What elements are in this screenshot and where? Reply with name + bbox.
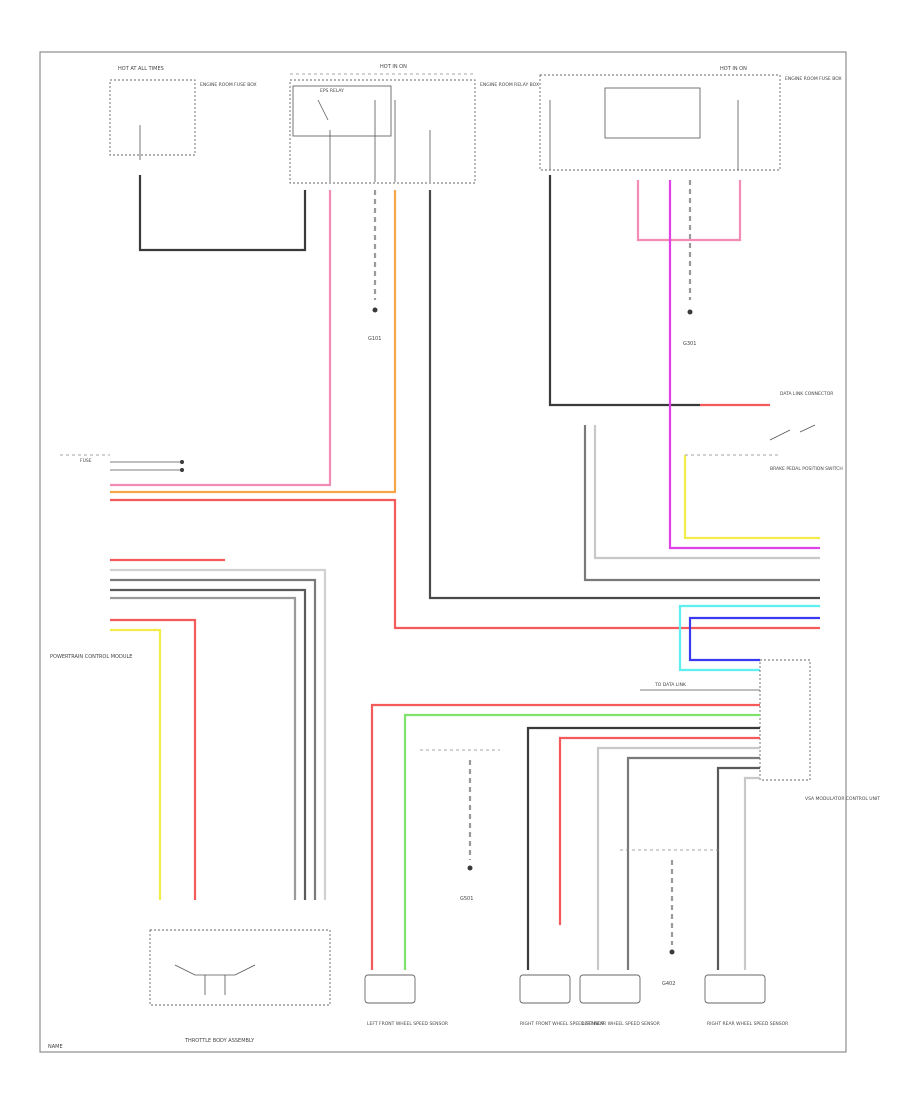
rr-wheel-sensor: RIGHT REAR WHEEL SPEED SENSOR — [704, 974, 788, 1027]
wire-red-lf-sensor — [370, 703, 760, 970]
page-label: NAME — [48, 1044, 63, 1050]
ground-point-3 — [467, 865, 473, 871]
fuse-box-left-label: ENGINE ROOM FUSE BOX — [200, 82, 257, 88]
svg-text:LEFT REAR WHEEL SPEED SENSOR: LEFT REAR WHEEL SPEED SENSOR — [582, 1021, 660, 1027]
wire-gray-rr — [716, 766, 760, 970]
wire-yellow-brake — [683, 455, 820, 540]
svg-text:FUSE: FUSE — [80, 458, 92, 464]
wire-black-rf-sensor — [526, 726, 760, 970]
vsa-label: VSA MODULATOR CONTROL UNIT — [805, 796, 880, 802]
throttle-label: THROTTLE BODY ASSEMBLY — [184, 1038, 255, 1044]
lr-wheel-sensor: LEFT REAR WHEEL SPEED SENSOR — [579, 974, 660, 1027]
svg-text:TO DATA LINK: TO DATA LINK — [654, 682, 687, 688]
wire-black-left-loop — [138, 175, 307, 252]
vsa-module: VSA MODULATOR CONTROL UNIT TO DATA LINK — [640, 659, 880, 802]
ground-label-1: G101 — [368, 336, 381, 342]
wire-cyan-can — [678, 604, 820, 672]
wire-pink-right-loop — [636, 180, 742, 242]
ground-label-3: G501 — [460, 896, 473, 902]
wire-gray-lr — [626, 756, 760, 970]
wire-black-mid-dsc — [428, 190, 820, 600]
wire-magenta-dsc — [668, 180, 820, 550]
wire-lightgray-lr — [596, 746, 760, 970]
diagram-frame — [39, 51, 847, 1053]
ground-label-2: G301 — [683, 341, 696, 347]
throttle-body: THROTTLE BODY ASSEMBLY — [149, 929, 331, 1044]
pcm-lower: POWERTRAIN CONTROL MODULE — [50, 558, 327, 900]
pcm-connector: FUSE — [60, 454, 184, 472]
lf-wheel-sensor: LEFT FRONT WHEEL SPEED SENSOR — [364, 974, 448, 1027]
wire-lightgray-rr — [743, 776, 760, 970]
wire-red-pcm-dsc — [110, 498, 820, 630]
fuse-box-right-label: ENGINE ROOM FUSE BOX — [785, 76, 842, 82]
svg-text:RIGHT FRONT WHEEL SPEED SENSOR: RIGHT FRONT WHEEL SPEED SENSOR — [520, 1021, 605, 1027]
hot-label-right: HOT IN ON — [720, 66, 747, 72]
hot-label-left: HOT AT ALL TIMES — [118, 66, 164, 72]
data-link-label: DATA LINK CONNECTOR — [780, 391, 833, 397]
wire-red-throttle — [110, 618, 197, 900]
ground-point-2 — [687, 309, 693, 315]
wire-green-lf-sensor — [403, 713, 760, 970]
brake-switch: DATA LINK CONNECTOR BRAKE PEDAL POSITION… — [685, 391, 843, 472]
ground-point-4 — [669, 949, 675, 955]
fuse-box-right: HOT IN ON ENGINE ROOM FUSE BOX — [539, 66, 842, 171]
wire-blue-can — [688, 616, 820, 662]
wire-yellow-throttle — [110, 628, 162, 900]
fuse-box-left: HOT AT ALL TIMES ENGINE ROOM FUSE BOX — [109, 66, 257, 160]
pcm-label: POWERTRAIN CONTROL MODULE — [50, 654, 132, 660]
wire-gray-1 — [583, 425, 820, 582]
relay-box-mid-label: ENGINE ROOM RELAY BOX — [480, 82, 539, 88]
wire-pink-pcm — [110, 190, 332, 487]
wire-black-right-1 — [548, 175, 590, 407]
ground-label-4: G402 — [662, 981, 675, 987]
svg-text:RIGHT REAR WHEEL SPEED SENSOR: RIGHT REAR WHEEL SPEED SENSOR — [707, 1021, 788, 1027]
svg-text:LEFT FRONT WHEEL SPEED SENSOR: LEFT FRONT WHEEL SPEED SENSOR — [367, 1021, 448, 1027]
hot-label-mid: HOT IN ON — [380, 64, 407, 70]
relay-box-mid: HOT IN ON ENGINE ROOM RELAY BOX EPS RELA… — [289, 64, 539, 184]
brake-switch-label: BRAKE PEDAL POSITION SWITCH — [770, 466, 843, 472]
wire-lightgray-1 — [593, 425, 820, 560]
ground-point-1 — [372, 307, 378, 313]
wire-orange-pcm — [110, 190, 397, 494]
wire-red-rf-sensor — [558, 736, 760, 925]
relay-mid-label: EPS RELAY — [320, 88, 344, 94]
rf-wheel-sensor: RIGHT FRONT WHEEL SPEED SENSOR — [519, 974, 605, 1027]
